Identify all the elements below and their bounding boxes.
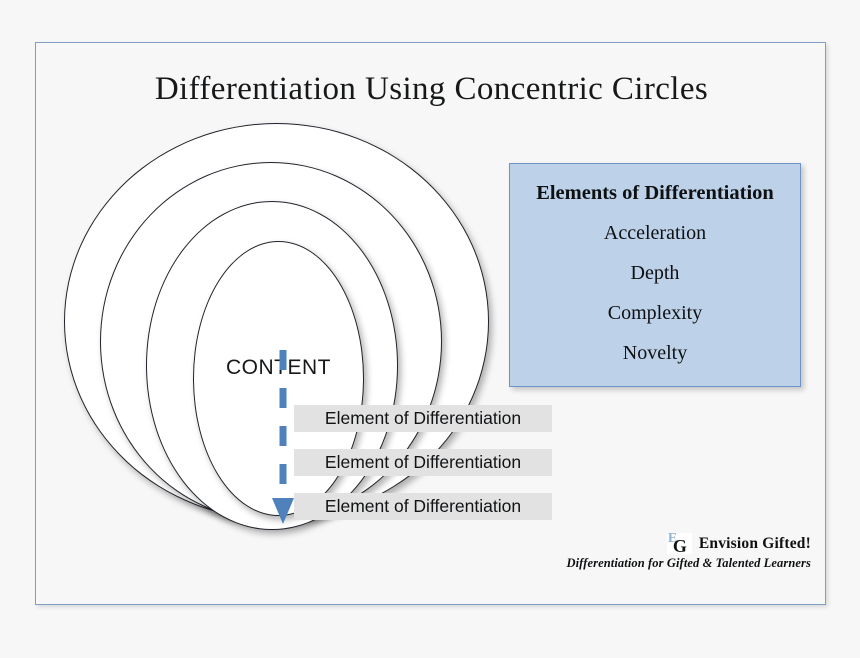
monogram-letter-e: E (667, 531, 678, 546)
logo-row: E G Envision Gifted! (281, 531, 811, 556)
element-label-1: Element of Differentiation (294, 405, 552, 432)
legend-panel: Elements of Differentiation Acceleration… (509, 163, 801, 387)
legend-title: Elements of Differentiation (536, 182, 774, 204)
legend-item-novelty: Novelty (622, 342, 688, 364)
brand-tagline: Differentiation for Gifted & Talented Le… (566, 556, 811, 570)
legend-item-depth: Depth (630, 262, 680, 284)
footer-logo: E G Envision Gifted! Differentiation for… (281, 531, 811, 571)
element-label-3: Element of Differentiation (294, 493, 552, 520)
brand-name: Envision Gifted! (698, 534, 811, 552)
legend-item-acceleration: Acceleration (603, 222, 707, 244)
slide-frame: Differentiation Using Concentric Circles… (35, 42, 826, 605)
content-center-label: CONTENT (226, 356, 331, 379)
envision-gifted-monogram-icon: E G (666, 531, 692, 556)
monogram-letter-g: G (672, 536, 687, 556)
dashed-down-arrow-icon (272, 350, 294, 524)
element-label-2: Element of Differentiation (294, 449, 552, 476)
page-title: Differentiation Using Concentric Circles (154, 71, 709, 107)
legend-item-complexity: Complexity (607, 302, 703, 324)
